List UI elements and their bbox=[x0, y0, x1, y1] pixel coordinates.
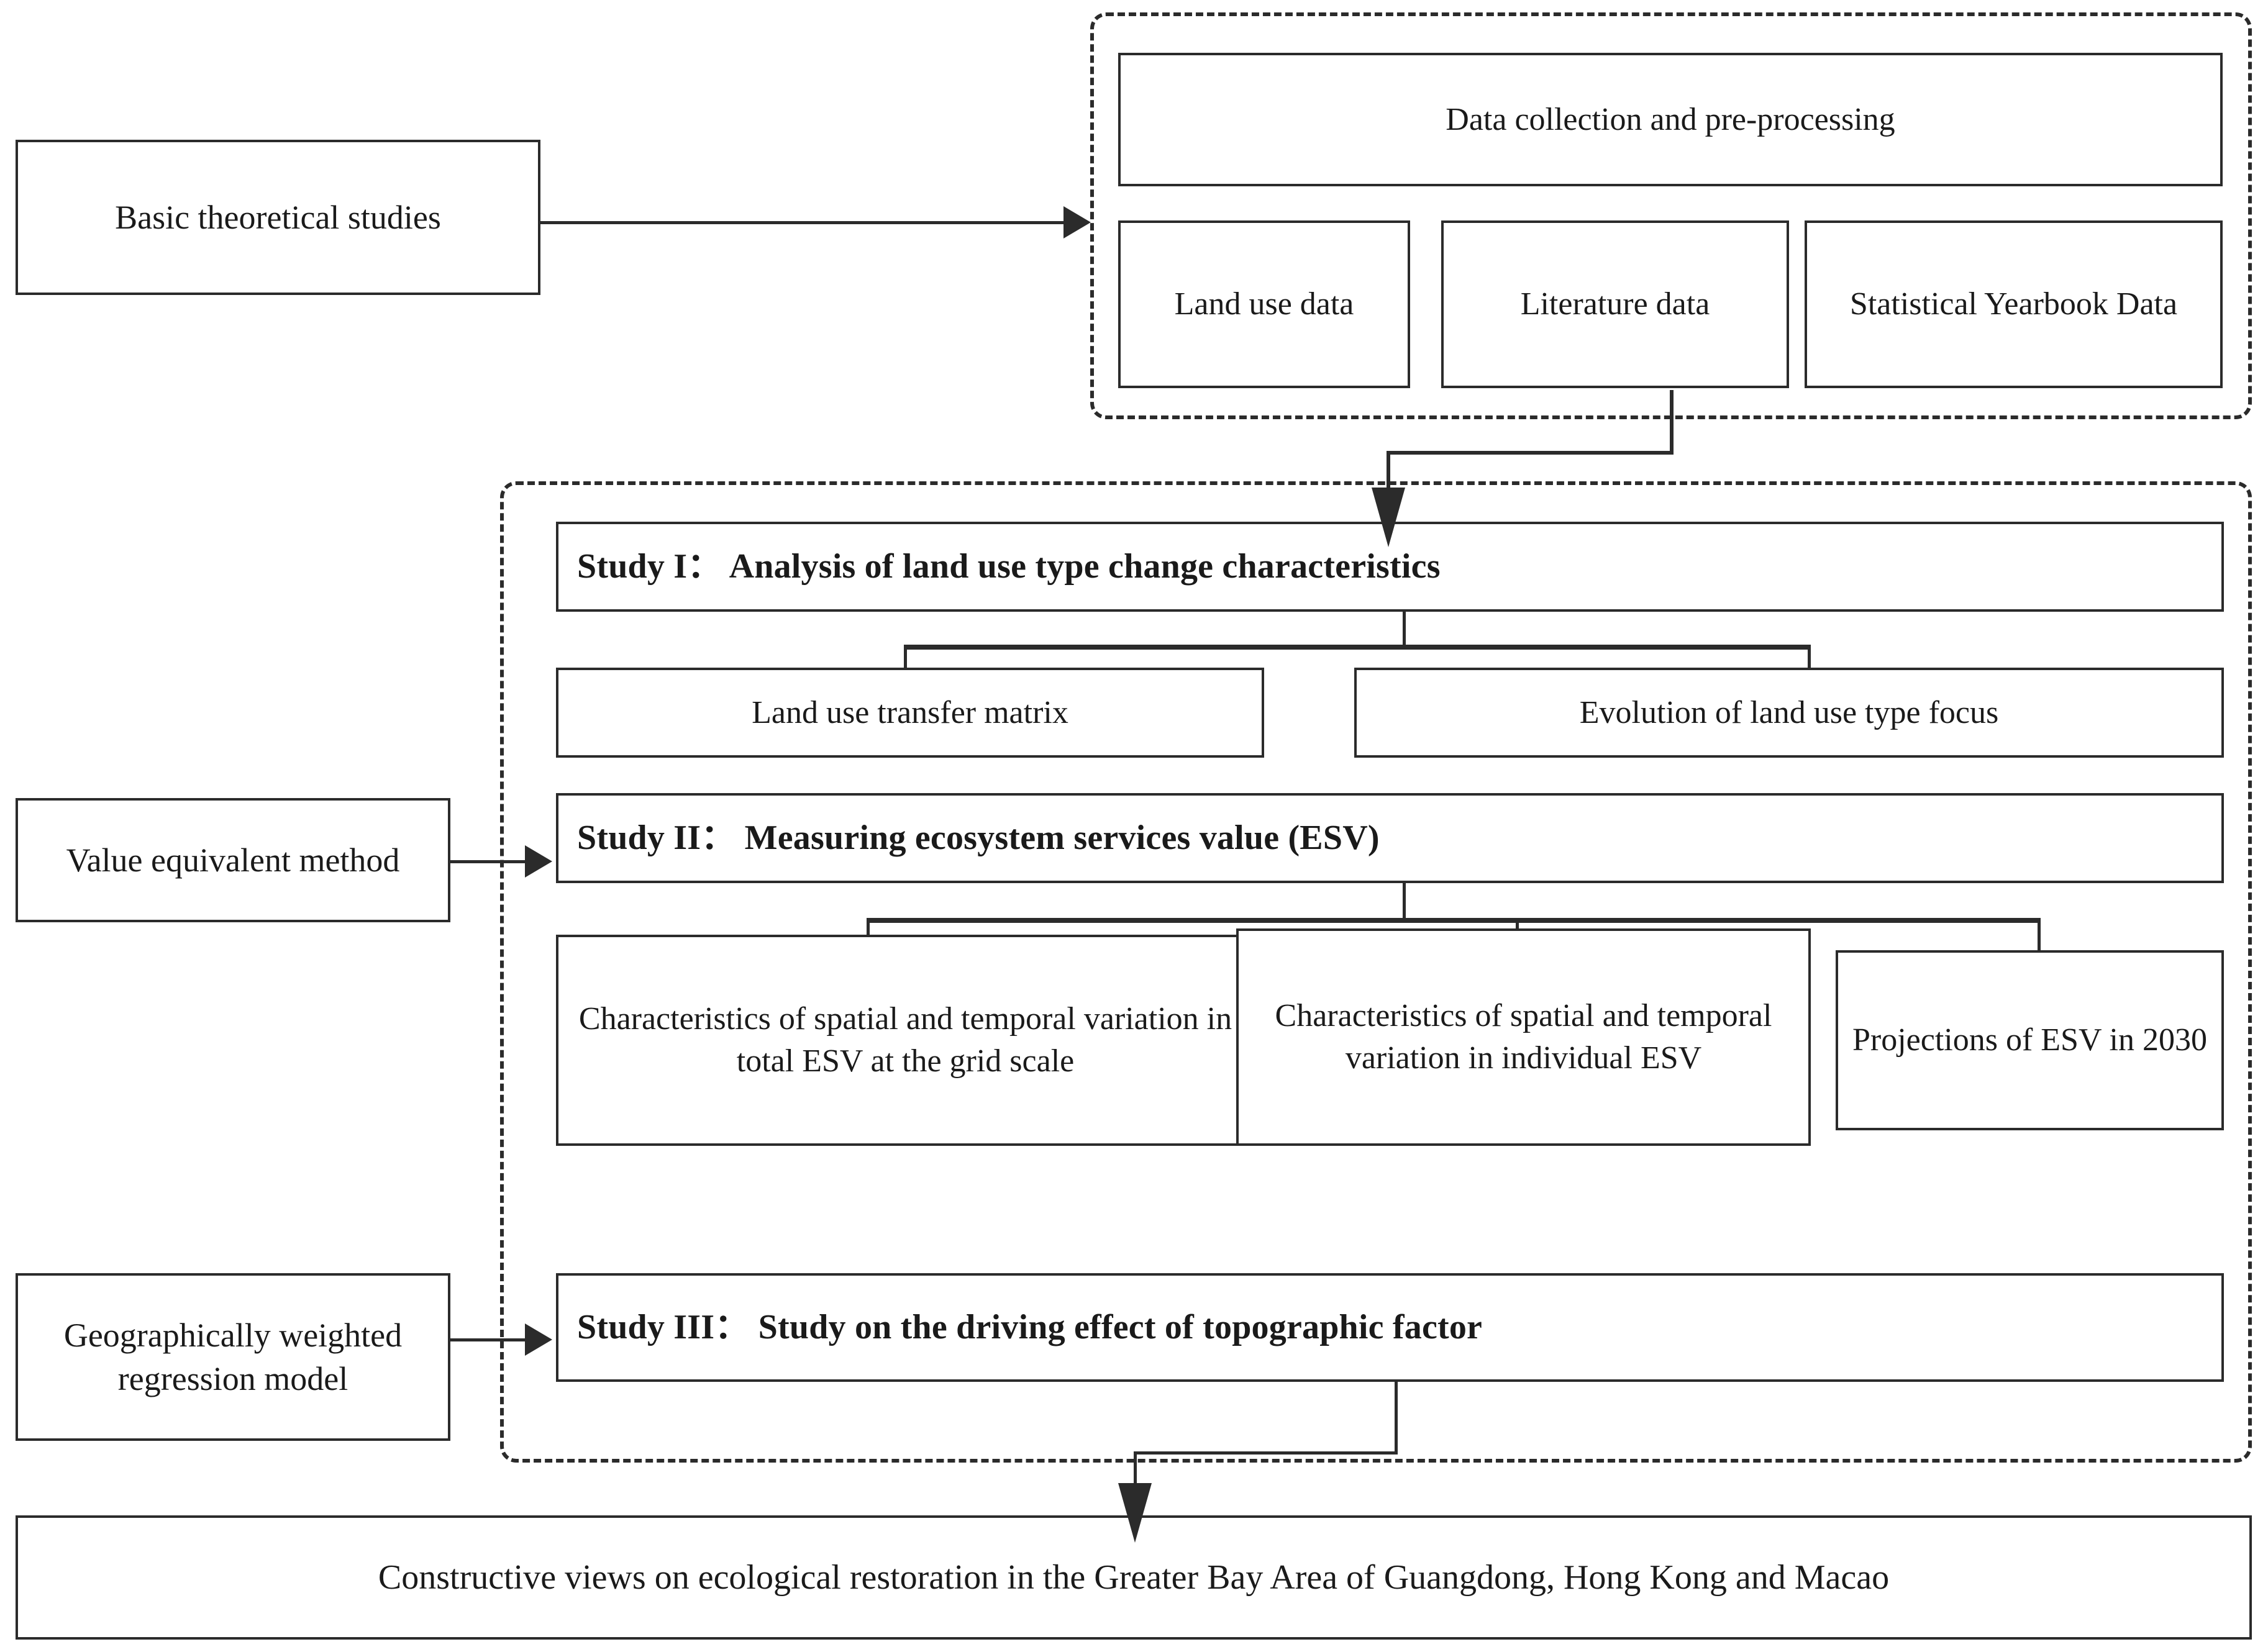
esv-projection-2030-box[interactable]: Projections of ESV in 2030 bbox=[1836, 950, 2224, 1130]
connector-study1-bus bbox=[904, 645, 1811, 650]
connector-data-down-1 bbox=[1670, 390, 1674, 453]
basic-theoretical-studies-box[interactable]: Basic theoretical studies bbox=[16, 140, 540, 295]
land-use-data-box[interactable]: Land use data bbox=[1118, 220, 1410, 388]
esv-individual-box[interactable]: Characteristics of spatial and temporal … bbox=[1236, 928, 1811, 1146]
esv-grid-scale-label: Characteristics of spatial and temporal … bbox=[578, 1001, 1232, 1079]
value-equivalent-method-label: Value equivalent method bbox=[66, 841, 400, 879]
study-1-header-label: Study I： Analysis of land use type chang… bbox=[577, 547, 1441, 586]
connector-study1-branch-left bbox=[904, 645, 907, 669]
study-2-header-label: Study II： Measuring ecosystem services v… bbox=[577, 819, 1380, 858]
connector-study2-stem bbox=[1403, 883, 1406, 920]
connector-model-to-study3 bbox=[450, 1338, 525, 1341]
connector-data-left bbox=[1387, 451, 1674, 455]
connector-studies-down-2 bbox=[1134, 1451, 1137, 1486]
esv-projection-2030-label: Projections of ESV in 2030 bbox=[1852, 1022, 2208, 1058]
connector-study1-branch-right bbox=[1808, 645, 1811, 669]
arrow-method-to-study2-icon bbox=[525, 845, 552, 878]
land-use-transfer-matrix-box[interactable]: Land use transfer matrix bbox=[556, 668, 1264, 758]
statistical-yearbook-data-box[interactable]: Statistical Yearbook Data bbox=[1805, 220, 2223, 388]
arrow-data-to-study1-icon bbox=[1372, 488, 1405, 547]
data-collection-header-label: Data collection and pre-processing bbox=[1446, 101, 1895, 137]
connector-study2-branch-mid bbox=[1516, 918, 1519, 930]
conclusion-label: Constructive views on ecological restora… bbox=[378, 1558, 1890, 1597]
gwr-model-label: Geographically weighted regression model bbox=[63, 1316, 403, 1397]
study-3-header-box[interactable]: Study III： Study on the driving effect o… bbox=[556, 1273, 2224, 1382]
connector-theory-to-data bbox=[540, 221, 1072, 224]
connector-study2-branch-left bbox=[867, 918, 870, 937]
land-use-data-label: Land use data bbox=[1174, 286, 1354, 322]
connector-study2-branch-right bbox=[2038, 918, 2041, 952]
gwr-model-box[interactable]: Geographically weighted regression model bbox=[16, 1273, 450, 1441]
connector-study2-bus bbox=[867, 918, 2041, 923]
arrow-theory-to-data-icon bbox=[1063, 206, 1091, 238]
esv-individual-label: Characteristics of spatial and temporal … bbox=[1275, 998, 1772, 1076]
arrow-model-to-study3-icon bbox=[525, 1323, 552, 1356]
value-equivalent-method-box[interactable]: Value equivalent method bbox=[16, 798, 450, 922]
evolution-land-use-focus-label: Evolution of land use type focus bbox=[1579, 694, 1999, 730]
study-2-header-box[interactable]: Study II： Measuring ecosystem services v… bbox=[556, 793, 2224, 883]
connector-studies-down-1 bbox=[1395, 1382, 1398, 1453]
connector-studies-left bbox=[1134, 1451, 1398, 1455]
evolution-land-use-focus-box[interactable]: Evolution of land use type focus bbox=[1354, 668, 2224, 758]
literature-data-label: Literature data bbox=[1520, 286, 1710, 322]
data-collection-header-box[interactable]: Data collection and pre-processing bbox=[1118, 53, 2223, 186]
land-use-transfer-matrix-label: Land use transfer matrix bbox=[752, 694, 1068, 730]
connector-method-to-study2 bbox=[450, 860, 525, 863]
studies-group bbox=[500, 481, 2252, 1463]
basic-theoretical-studies-label: Basic theoretical studies bbox=[115, 198, 441, 236]
arrow-studies-to-conclusion-icon bbox=[1118, 1483, 1152, 1543]
literature-data-box[interactable]: Literature data bbox=[1441, 220, 1789, 388]
connector-study1-stem bbox=[1403, 612, 1406, 648]
esv-grid-scale-box[interactable]: Characteristics of spatial and temporal … bbox=[556, 935, 1255, 1146]
study-3-header-label: Study III： Study on the driving effect o… bbox=[577, 1308, 1483, 1347]
connector-data-down-2 bbox=[1387, 451, 1390, 489]
statistical-yearbook-data-label: Statistical Yearbook Data bbox=[1849, 286, 2178, 322]
